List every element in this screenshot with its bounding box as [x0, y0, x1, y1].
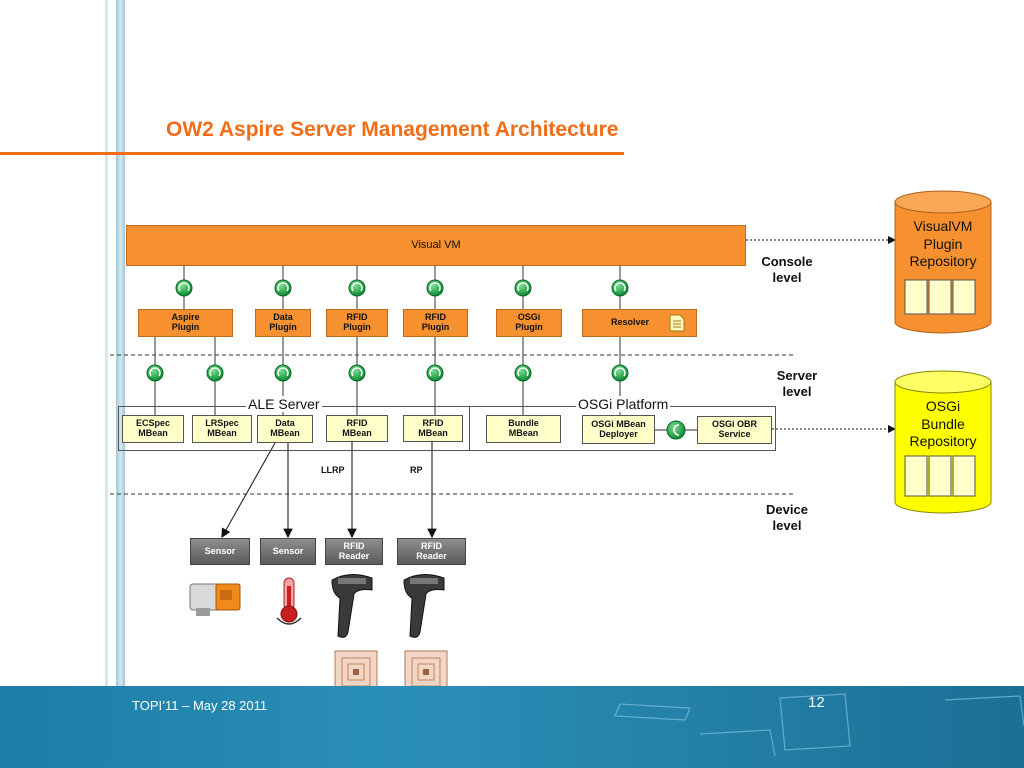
aspire-plugin: Aspire Plugin — [138, 309, 233, 337]
osgi-plugin: OSGi Plugin — [496, 309, 562, 337]
page-number: 12 — [808, 694, 825, 711]
server-level-label: Server level — [776, 368, 818, 399]
bundle-mbean: Bundle MBean — [486, 415, 561, 443]
console-level-label: Console level — [761, 254, 813, 285]
lrspec-mbean: LRSpec MBean — [192, 415, 252, 443]
rfid-reader-box-1: RFID Reader — [325, 538, 383, 565]
left-decor-line — [105, 0, 108, 686]
rp-label: RP — [410, 465, 423, 475]
data-mbean: Data MBean — [257, 415, 313, 443]
thermometer-icon — [276, 577, 302, 625]
rfid-reader-box-2: RFID Reader — [397, 538, 466, 565]
resolver-label: Resolver — [611, 317, 650, 328]
rfid-plugin-2: RFID Plugin — [403, 309, 468, 337]
rfid-mbean-1: RFID MBean — [326, 415, 388, 442]
visual-vm-bar: Visual VM — [126, 225, 746, 266]
osgi-obr-service: OSGi OBR Service — [697, 416, 772, 444]
sensor-device-icon — [189, 583, 241, 616]
data-plugin: Data Plugin — [255, 309, 311, 337]
sensor-box-1: Sensor — [190, 538, 250, 565]
device-level-label: Device level — [766, 502, 808, 533]
barcode-scanner-icon-2 — [403, 574, 445, 638]
ecspec-mbean: ECSpec MBean — [122, 415, 184, 443]
footer-text: TOPI’11 – May 28 2011 — [132, 698, 268, 713]
resolver-plugin: Resolver — [582, 309, 697, 337]
barcode-scanner-icon-1 — [331, 574, 373, 638]
footer-band — [0, 686, 1024, 768]
osgi-repository-cylinder — [894, 370, 992, 514]
left-decor-bar — [116, 0, 125, 686]
ale-server-label: ALE Server — [246, 396, 322, 412]
sensor-box-2: Sensor — [260, 538, 316, 565]
footer-decor — [614, 693, 1024, 757]
osgi-platform-label: OSGi Platform — [576, 396, 671, 412]
connector-knobs — [146, 279, 686, 440]
llrp-label: LLRP — [321, 465, 345, 475]
visualvm-repository-label: VisualVM Plugin Repository — [909, 218, 977, 269]
osgi-mbean-deployer: OSGi MBean Deployer — [582, 415, 655, 444]
rfid-mbean-2: RFID MBean — [403, 415, 463, 442]
rfid-plugin-1: RFID Plugin — [326, 309, 388, 337]
slide-title: OW2 Aspire Server Management Architectur… — [166, 118, 619, 141]
document-icon — [669, 314, 685, 332]
title-underline — [0, 152, 624, 155]
osgi-repository-label: OSGi Bundle Repository — [909, 398, 977, 449]
visualvm-repository-cylinder — [894, 190, 992, 334]
